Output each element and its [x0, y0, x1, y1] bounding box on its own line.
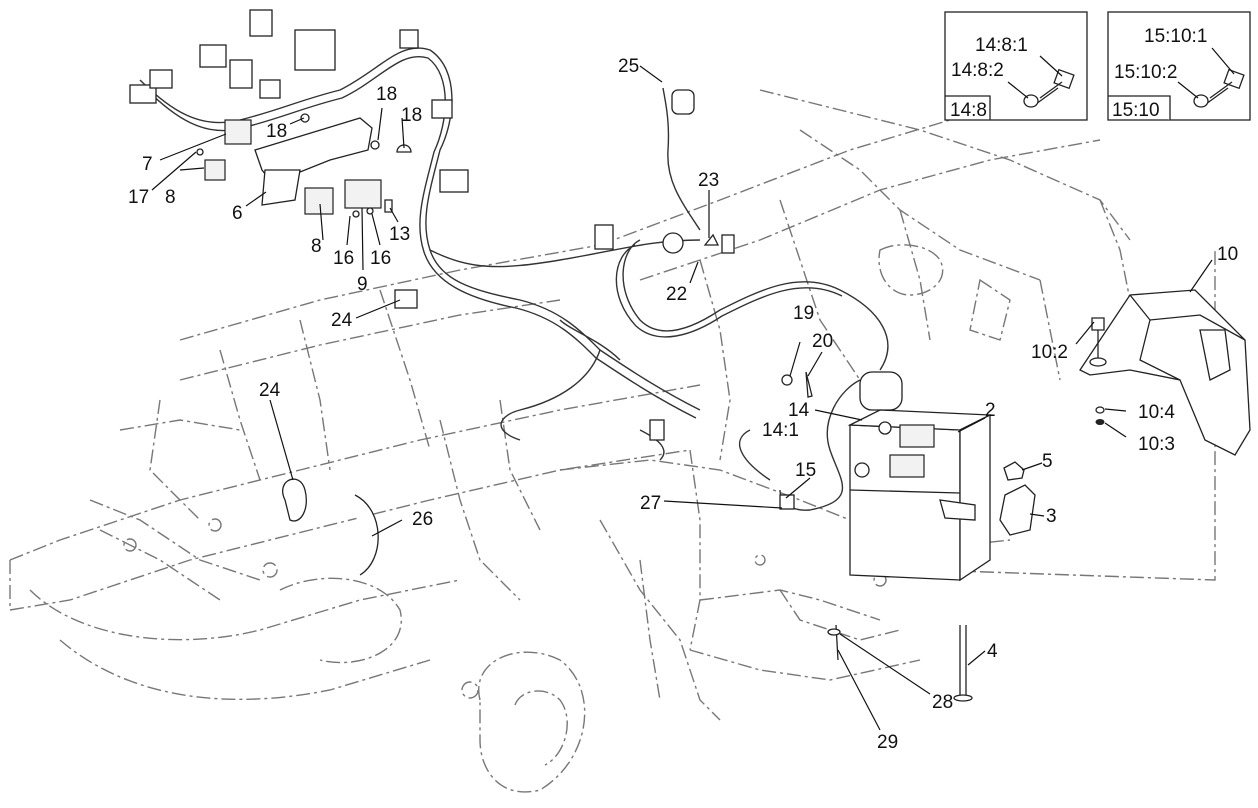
callout-10-4: 10:4: [1138, 402, 1175, 423]
callout-18-middle: 18: [376, 84, 397, 105]
callout-3: 3: [1046, 506, 1057, 527]
callout-9: 9: [357, 274, 368, 295]
callout-10: 10: [1217, 244, 1238, 265]
label-14-8-2: 14:8:2: [951, 60, 1004, 81]
callout-22: 22: [666, 284, 687, 305]
callout-10-3: 10:3: [1138, 434, 1175, 455]
label-15-10: 15:10: [1112, 100, 1160, 121]
label-15-10-2: 15:10:2: [1114, 62, 1177, 83]
callout-4: 4: [987, 641, 998, 662]
callout-23: 23: [698, 170, 719, 191]
callout-24-upper: 24: [331, 310, 353, 331]
callout-2: 2: [985, 400, 996, 421]
label-14-8: 14:8: [950, 100, 987, 121]
battery-cables: [615, 87, 903, 511]
callout-28: 28: [932, 692, 953, 713]
leader-lines: [151, 65, 1213, 731]
callout-20: 20: [812, 331, 833, 352]
callout-10-2: 10:2: [1031, 342, 1068, 363]
label-14-8-1: 14:8:1: [975, 35, 1028, 56]
callout-16-right: 16: [370, 248, 391, 269]
wiring-harness: [129, 9, 701, 461]
callout-14: 14: [788, 400, 810, 421]
callout-8-right: 8: [311, 236, 322, 257]
inset-15-10: 15:10:1 15:10:2 15:10: [1107, 11, 1251, 121]
battery-hold-down: [827, 461, 1036, 702]
callout-25: 25: [618, 56, 639, 77]
callout-17: 17: [128, 187, 149, 208]
callout-labels: 2 3 4 5 6 7 8 8 9 10 10:2 10:3 10:4 13 1…: [128, 56, 1238, 753]
callout-24-lower: 24: [259, 380, 281, 401]
relay-bracket-assembly: [196, 113, 412, 218]
callout-6: 6: [232, 203, 243, 224]
battery: [847, 409, 993, 582]
callout-15: 15: [795, 460, 816, 481]
callout-5: 5: [1042, 451, 1053, 472]
battery-cover: [1079, 289, 1251, 456]
callout-29: 29: [877, 732, 898, 753]
callout-13: 13: [389, 224, 410, 245]
callout-14-1: 14:1: [762, 420, 799, 441]
label-15-10-1: 15:10:1: [1144, 26, 1207, 47]
callout-26: 26: [412, 509, 433, 530]
callout-27: 27: [640, 493, 661, 514]
callout-18-left: 18: [266, 121, 287, 142]
callout-16-left: 16: [333, 248, 354, 269]
harness-grommet: [394, 289, 418, 309]
inset-14-8: 14:8:1 14:8:2 14:8: [944, 11, 1088, 121]
callout-7: 7: [142, 154, 153, 175]
callout-18-right: 18: [401, 105, 422, 126]
loop-clamps: [282, 478, 379, 576]
callout-8-left: 8: [165, 187, 176, 208]
chassis-frame: [9, 89, 1216, 793]
callout-19: 19: [793, 303, 814, 324]
